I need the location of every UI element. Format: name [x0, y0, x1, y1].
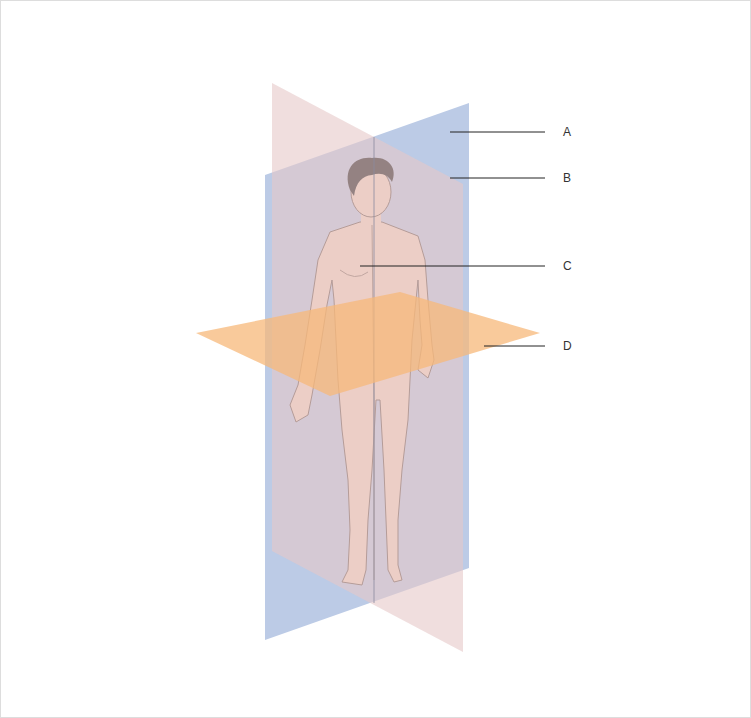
leader-line — [450, 132, 545, 133]
leader-line — [360, 266, 545, 267]
plane-label: A — [563, 125, 571, 139]
plane-label: B — [563, 171, 571, 185]
transverse-plane — [196, 292, 540, 396]
plane-label: D — [563, 339, 572, 353]
plane-label: C — [563, 259, 572, 273]
leader-line — [484, 346, 545, 347]
leader-line — [450, 178, 545, 179]
